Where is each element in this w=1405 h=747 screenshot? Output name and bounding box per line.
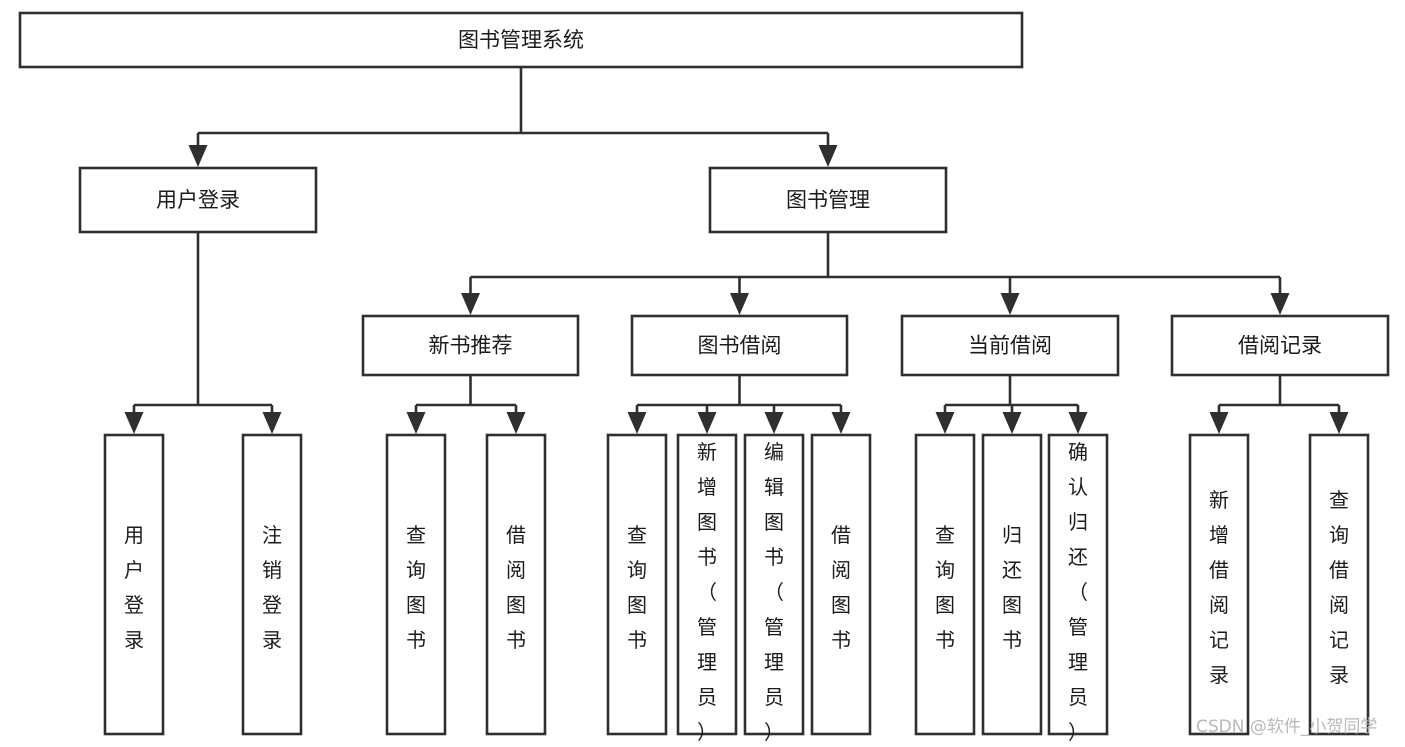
node-label: 借阅图书 xyxy=(506,523,526,652)
node-box xyxy=(78,166,318,234)
node-recommend[interactable]: 新书推荐 xyxy=(361,314,580,377)
node-label: 编辑图书（管理员） xyxy=(764,440,784,744)
node-box xyxy=(485,433,547,736)
node-records[interactable]: 借阅记录 xyxy=(1170,314,1390,377)
arrow-head-icon xyxy=(697,412,717,434)
arrow-head-icon xyxy=(406,412,426,434)
node-box xyxy=(981,433,1043,736)
node-leaf-login-2[interactable]: 注销登录 xyxy=(241,433,303,736)
node-leaf-rcd-1[interactable]: 新增借阅记录 xyxy=(1188,433,1250,736)
node-box xyxy=(103,433,165,736)
arrow-head-icon xyxy=(764,412,784,434)
connector-layer xyxy=(124,67,1349,434)
node-box xyxy=(630,314,849,377)
node-box xyxy=(810,433,872,736)
node-box xyxy=(1170,314,1390,377)
node-leaf-rec-1[interactable]: 查询图书 xyxy=(385,433,447,736)
node-box xyxy=(241,433,303,736)
connector-group-current xyxy=(935,375,1088,434)
node-label: 归还图书 xyxy=(1002,523,1022,652)
node-borrow[interactable]: 图书借阅 xyxy=(630,314,849,377)
node-box xyxy=(385,433,447,736)
node-label: 查询图书 xyxy=(406,523,426,652)
connector-group-root xyxy=(188,67,838,167)
arrow-head-icon xyxy=(188,145,208,167)
node-leaf-cur-1[interactable]: 查询图书 xyxy=(914,433,976,736)
node-label: 新增图书（管理员） xyxy=(697,440,717,744)
node-label: 图书借阅 xyxy=(698,334,782,358)
node-label: 确认归还（管理员） xyxy=(1068,440,1088,744)
node-label: 注销登录 xyxy=(262,523,282,652)
node-box xyxy=(606,433,668,736)
node-label: 新书推荐 xyxy=(429,334,513,358)
node-box xyxy=(18,11,1024,69)
connector-group-records xyxy=(1209,375,1349,434)
arrow-head-icon xyxy=(1002,412,1022,434)
node-leaf-cur-3[interactable]: 确认归还（管理员） xyxy=(1047,433,1109,744)
node-box xyxy=(914,433,976,736)
connector-group-borrow xyxy=(627,375,851,434)
node-box xyxy=(1188,433,1250,736)
arrow-head-icon xyxy=(124,412,144,434)
node-label: 借阅图书 xyxy=(831,523,851,652)
node-leaf-bor-1[interactable]: 查询图书 xyxy=(606,433,668,736)
node-leaf-bor-2[interactable]: 新增图书（管理员） xyxy=(676,433,738,744)
node-box xyxy=(708,166,948,234)
arrow-head-icon xyxy=(1209,412,1229,434)
arrow-head-icon xyxy=(1270,293,1290,315)
node-current[interactable]: 当前借阅 xyxy=(900,314,1120,377)
node-label: 新增借阅记录 xyxy=(1209,488,1229,687)
arrow-head-icon xyxy=(461,293,480,315)
arrow-head-icon xyxy=(935,412,955,434)
node-bookmgmt[interactable]: 图书管理 xyxy=(708,166,948,234)
node-box xyxy=(1047,433,1109,736)
node-layer: 图书管理系统用户登录图书管理新书推荐图书借阅当前借阅借阅记录用户登录注销登录查询… xyxy=(18,11,1390,744)
node-label: 借阅记录 xyxy=(1238,334,1322,358)
node-label: 图书管理 xyxy=(786,188,870,212)
node-box xyxy=(676,433,738,736)
node-root[interactable]: 图书管理系统 xyxy=(18,11,1024,69)
arrow-head-icon xyxy=(1068,412,1088,434)
node-box xyxy=(900,314,1120,377)
arrow-head-icon xyxy=(730,293,749,315)
node-login[interactable]: 用户登录 xyxy=(78,166,318,234)
node-box xyxy=(1308,433,1370,736)
node-leaf-bor-3[interactable]: 编辑图书（管理员） xyxy=(743,433,805,744)
node-leaf-login-1[interactable]: 用户登录 xyxy=(103,433,165,736)
csdn-watermark: CSDN @软件_小贺同学 xyxy=(1196,717,1377,737)
node-leaf-rcd-2[interactable]: 查询借阅记录 xyxy=(1308,433,1370,736)
node-label: 用户登录 xyxy=(124,523,144,652)
node-label: 当前借阅 xyxy=(968,334,1052,358)
arrow-head-icon xyxy=(1329,412,1349,434)
node-label: 查询图书 xyxy=(627,523,647,652)
arrow-head-icon xyxy=(262,412,282,434)
arrow-head-icon xyxy=(627,412,647,434)
node-leaf-rec-2[interactable]: 借阅图书 xyxy=(485,433,547,736)
node-label: 查询借阅记录 xyxy=(1329,488,1349,687)
node-box xyxy=(743,433,805,736)
arrow-head-icon xyxy=(506,412,526,434)
node-box xyxy=(361,314,580,377)
arrow-head-icon xyxy=(831,412,851,434)
node-label: 查询图书 xyxy=(935,523,955,652)
arrow-head-icon xyxy=(1000,293,1020,315)
connector-group-recommend xyxy=(406,375,526,434)
node-label: 图书管理系统 xyxy=(458,28,584,52)
connector-group-bookmgmt xyxy=(461,232,1290,315)
node-leaf-bor-4[interactable]: 借阅图书 xyxy=(810,433,872,736)
arrow-head-icon xyxy=(818,145,838,167)
connector-group-login xyxy=(124,232,282,434)
node-label: 用户登录 xyxy=(156,188,240,212)
node-leaf-cur-2[interactable]: 归还图书 xyxy=(981,433,1043,736)
